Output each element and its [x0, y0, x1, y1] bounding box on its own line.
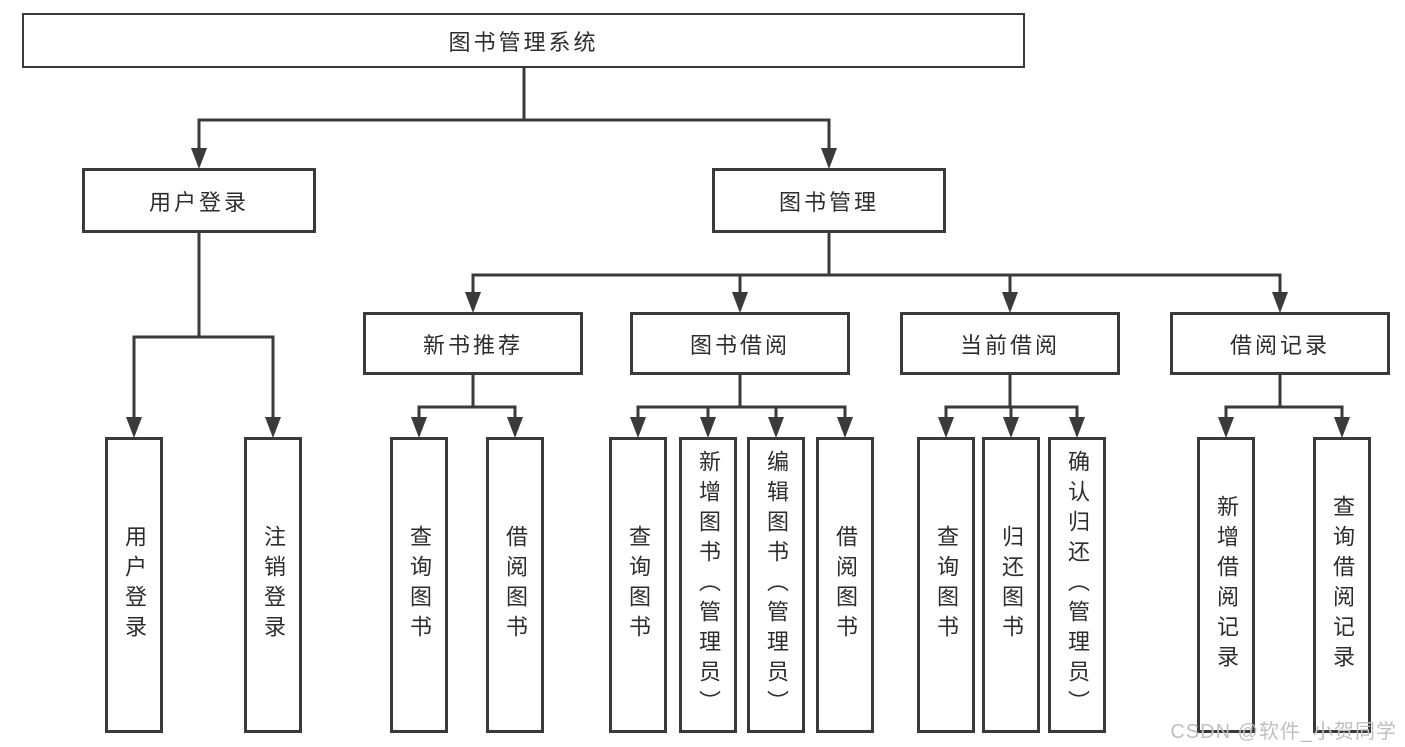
- node-book-borrow: 图书借阅: [630, 312, 850, 375]
- leaf-return-books: 归还图书: [982, 437, 1040, 733]
- node-current-borrow: 当前借阅: [900, 312, 1120, 375]
- leaf-label: 新增借阅记录: [1214, 495, 1239, 675]
- leaf-query-books: 查询图书: [609, 437, 667, 733]
- leaf-add-borrow-record: 新增借阅记录: [1197, 437, 1255, 733]
- node-borrow-records: 借阅记录: [1170, 312, 1390, 375]
- leaf-borrow-books: 借阅图书: [486, 437, 544, 733]
- leaf-label: 借阅图书: [503, 525, 528, 645]
- node-new-book-recommend: 新书推荐: [363, 312, 583, 375]
- leaf-label: 注销登录: [261, 525, 286, 645]
- leaf-label: 查询借阅记录: [1330, 495, 1355, 675]
- node-book-management: 图书管理: [712, 168, 946, 233]
- leaf-logout: 注销登录: [244, 437, 302, 733]
- leaf-user-login: 用户登录: [105, 437, 163, 733]
- leaf-label: 编辑图书（管理员）: [764, 450, 789, 720]
- csdn-watermark: CSDN @软件_小贺同学: [1170, 721, 1397, 743]
- leaf-query-borrow-record: 查询借阅记录: [1313, 437, 1371, 733]
- leaf-label: 查询图书: [626, 525, 651, 645]
- leaf-label: 确认归还（管理员）: [1065, 450, 1090, 720]
- leaf-label: 用户登录: [122, 525, 147, 645]
- leaf-label: 归还图书: [999, 525, 1024, 645]
- leaf-label: 查询图书: [934, 525, 959, 645]
- node-user-login: 用户登录: [82, 168, 316, 233]
- leaf-confirm-return-admin: 确认归还（管理员）: [1048, 437, 1106, 733]
- leaf-borrow-books: 借阅图书: [816, 437, 874, 733]
- leaf-label: 新增图书（管理员）: [696, 450, 721, 720]
- leaf-label: 查询图书: [407, 525, 432, 645]
- leaf-add-books-admin: 新增图书（管理员）: [679, 437, 737, 733]
- node-library-management-system: 图书管理系统: [22, 13, 1025, 68]
- leaf-label: 借阅图书: [833, 525, 858, 645]
- leaf-edit-books-admin: 编辑图书（管理员）: [747, 437, 805, 733]
- leaf-query-books: 查询图书: [917, 437, 975, 733]
- leaf-query-books: 查询图书: [390, 437, 448, 733]
